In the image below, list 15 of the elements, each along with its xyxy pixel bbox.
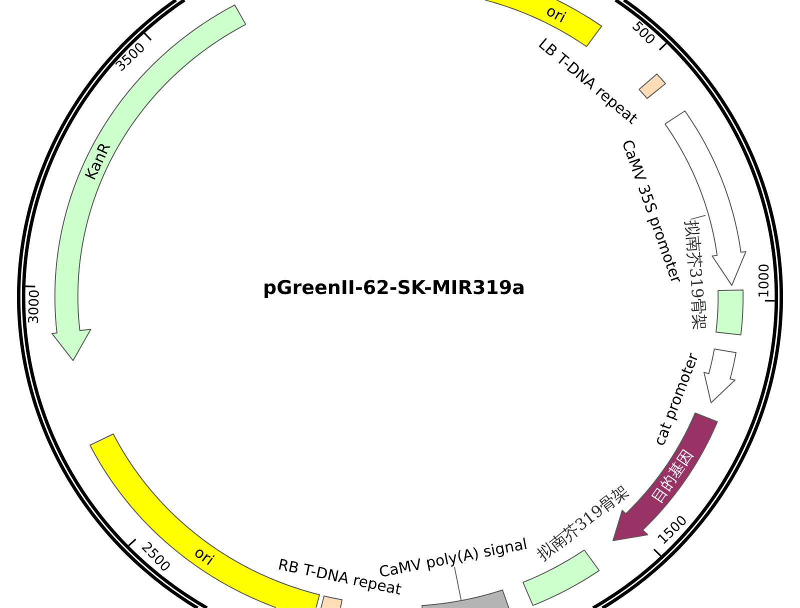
leader-line xyxy=(690,214,706,220)
feature-label: ori xyxy=(543,2,569,26)
feature-label: ori xyxy=(191,544,217,570)
position-label: 500 xyxy=(628,19,658,49)
feature-box xyxy=(421,588,510,608)
feature-label: 拟南芥319骨架 xyxy=(534,482,632,564)
plasmid-title: pGreenII-62-SK-MIR319a xyxy=(263,278,525,300)
position-label: 1000 xyxy=(756,263,773,298)
position-label: 3000 xyxy=(26,288,44,324)
feature-label: CaMV poly(A) signal xyxy=(378,536,529,582)
feature-label: 目的基因 xyxy=(649,447,698,507)
feature-label: KanR xyxy=(82,140,114,183)
feature-box xyxy=(714,289,744,336)
leader-line xyxy=(454,566,462,601)
feature-label: 拟南芥319骨架 xyxy=(681,219,708,331)
